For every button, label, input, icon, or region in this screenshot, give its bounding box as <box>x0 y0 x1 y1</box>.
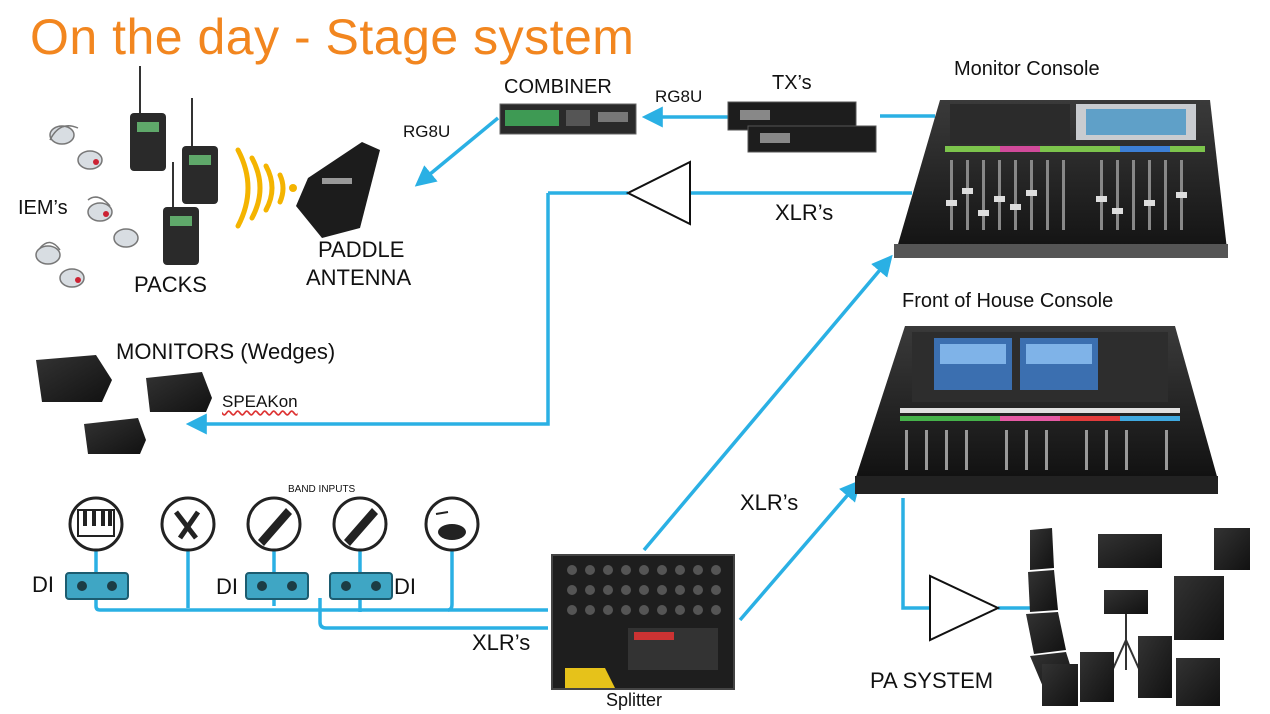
antenna-emitter <box>289 184 297 192</box>
combiner-unit <box>499 103 637 135</box>
band-input-icons <box>68 496 480 552</box>
iems-label: IEM’s <box>18 197 68 219</box>
rg8u-label-top: RG8U <box>655 87 703 106</box>
paddle-antenna-label: PADDLE ANTENNA <box>306 236 436 292</box>
paddle-antenna-line1: PADDLE <box>318 237 405 262</box>
monitors-wedges-label: MONITORS (Wedges) <box>116 339 336 364</box>
band-inputs-label: BAND INPUTS <box>288 484 356 495</box>
xlrs-monitor-label: XLR’s <box>775 200 834 225</box>
speakon-label: SPEAKon <box>222 392 298 411</box>
paddle-antenna-line2: ANTENNA <box>306 265 412 290</box>
splitter-label: Splitter <box>606 690 663 710</box>
rg8u-label-left: RG8U <box>403 122 451 141</box>
foh-console <box>855 326 1218 494</box>
di-label-2: DI <box>216 574 238 599</box>
xlrs-splitter-label: XLR’s <box>472 630 531 655</box>
cable-lines <box>94 106 1030 630</box>
packs-label: PACKS <box>134 272 207 297</box>
bodypack-icon <box>130 66 218 265</box>
iem-accent <box>75 159 109 283</box>
foh-console-label: Front of House Console <box>902 290 1114 312</box>
di-label-3: DI <box>394 574 416 599</box>
splitter-unit <box>551 554 735 690</box>
xlrs-foh-label: XLR’s <box>740 490 799 515</box>
antenna-waves <box>235 147 286 229</box>
page-title: On the day - Stage system <box>30 9 635 65</box>
monitor-console-label: Monitor Console <box>954 58 1100 80</box>
pa-amplifier-triangle-icon <box>929 574 1001 642</box>
line-array-speaker-icon <box>1026 528 1250 706</box>
amplifier-triangle-icon <box>625 160 691 226</box>
combiner-label: COMBINER <box>504 76 612 98</box>
di-label-1: DI <box>32 572 54 597</box>
di-boxes <box>65 572 393 600</box>
paddle-antenna-icon <box>296 142 380 238</box>
wedge-monitor-icon <box>36 355 212 454</box>
monitor-console <box>894 100 1228 258</box>
tx-units <box>727 101 877 153</box>
pa-system-label: PA SYSTEM <box>870 668 994 693</box>
txs-label: TX’s <box>772 72 812 94</box>
